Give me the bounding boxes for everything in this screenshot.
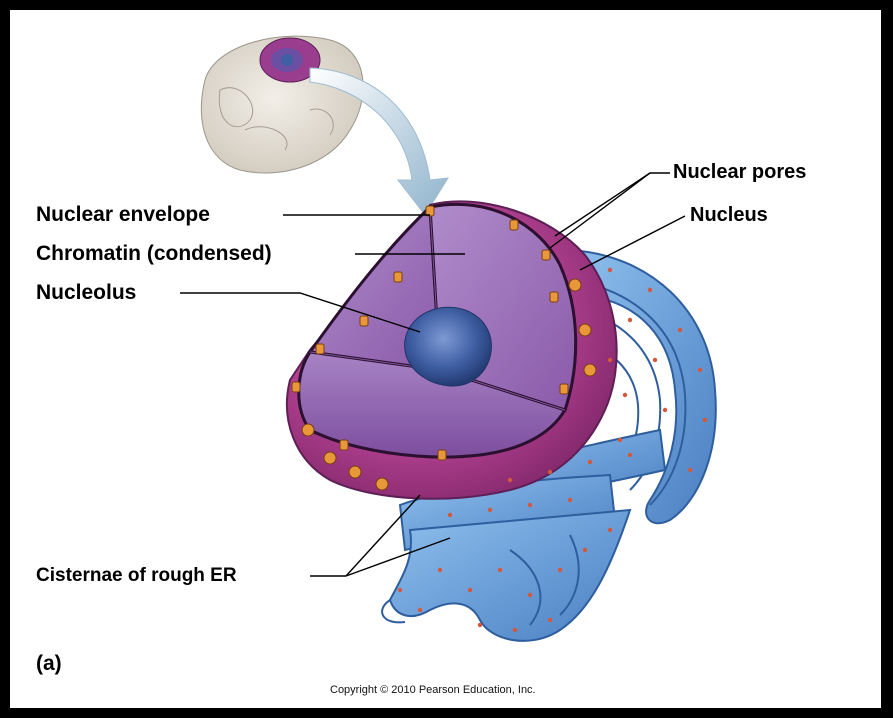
copyright-text: Copyright © 2010 Pearson Education, Inc. <box>330 684 536 696</box>
label-cisternae: Cisternae of rough ER <box>36 565 237 587</box>
panel-label: (a) <box>36 652 62 676</box>
figure-frame: Nuclear envelope Chromatin (condensed) N… <box>10 10 881 708</box>
label-nucleus: Nucleus <box>690 204 768 227</box>
label-chromatin: Chromatin (condensed) <box>36 242 272 266</box>
label-nuclear-pores: Nuclear pores <box>673 161 806 184</box>
label-nucleolus: Nucleolus <box>36 281 136 305</box>
label-nuclear-envelope: Nuclear envelope <box>36 203 210 227</box>
nucleus-diagram <box>10 10 881 708</box>
cell-thumbnail <box>201 36 363 173</box>
